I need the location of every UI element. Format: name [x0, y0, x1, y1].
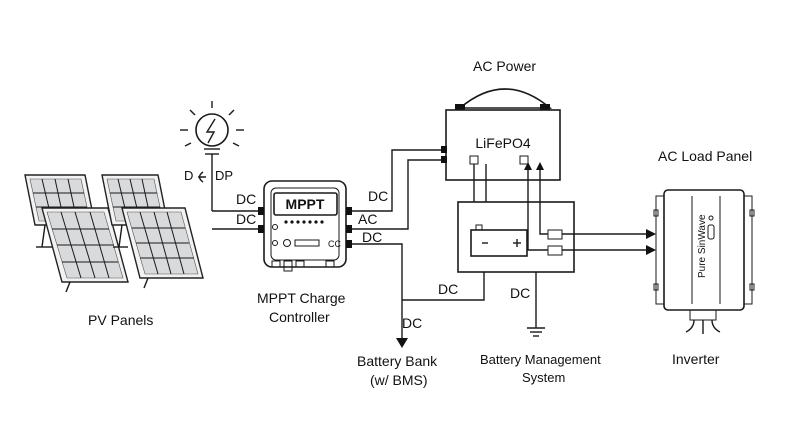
- mppt-controller: MPPT CC: [258, 180, 352, 272]
- battery-bank-label-line2: (w/ BMS): [370, 372, 428, 388]
- pv-panel-front-right: [121, 207, 204, 289]
- mppt-to-battery-wire: [352, 243, 403, 300]
- lifepo4-arrow-2: [524, 162, 532, 170]
- ac-load-panel-label: AC Load Panel: [658, 148, 752, 164]
- battery-management-system: [457, 201, 575, 273]
- bms-to-lifepo4-wire-1: [539, 168, 548, 235]
- inverter-arrow-1: [646, 229, 656, 239]
- dc-symbol-right: DP: [215, 168, 233, 183]
- pv-panels: [24, 174, 204, 293]
- inverter-arrow-2: [646, 245, 656, 255]
- dc-label-top: DC: [236, 191, 256, 207]
- mppt-caption-line1: MPPT Charge: [257, 290, 346, 306]
- battery-bank-arrow: [396, 338, 408, 348]
- bms-label-line2: System: [522, 370, 565, 385]
- battery-bank-label-line1: Battery Bank: [357, 353, 438, 369]
- bms-to-lifepo4-wire-2: [527, 168, 548, 251]
- mppt-title: MPPT: [286, 196, 325, 212]
- inverter-brand-text: Pure SinWave: [697, 214, 708, 278]
- dc-symbol-left: D: [184, 168, 193, 183]
- mppt-dc-out2-label: DC: [362, 229, 382, 245]
- inverter-unit: Pure SinWave: [653, 189, 755, 334]
- mppt-ac-out-wire: [352, 159, 446, 230]
- battery-bank-dc-label: DC: [402, 315, 422, 331]
- ac-power-label: AC Power: [473, 58, 536, 74]
- lifepo4-arrow-1: [536, 162, 544, 170]
- mppt-dc-out-wire: [352, 149, 446, 212]
- mppt-caption-line2: Controller: [269, 309, 330, 325]
- dc-symbol-curve: [198, 171, 206, 183]
- lifepo4-label: LiFePO4: [475, 135, 530, 151]
- mppt-ac-out-label: AC: [358, 211, 377, 227]
- pv-panel-front-left: [41, 207, 129, 293]
- mppt-dc-out-label: DC: [368, 188, 388, 204]
- mppt-led-row: [284, 220, 324, 224]
- bms-label-line1: Battery Management: [480, 352, 601, 367]
- dc-label-bottom: DC: [236, 211, 256, 227]
- pv-panels-label: PV Panels: [88, 312, 153, 328]
- mppt-cc-label: CC: [328, 239, 341, 249]
- lightning-bulb-icon: [180, 101, 244, 155]
- inverter-label: Inverter: [672, 351, 720, 367]
- bms-dc-label: DC: [510, 285, 530, 301]
- battery-line-dc-label: DC: [438, 281, 458, 297]
